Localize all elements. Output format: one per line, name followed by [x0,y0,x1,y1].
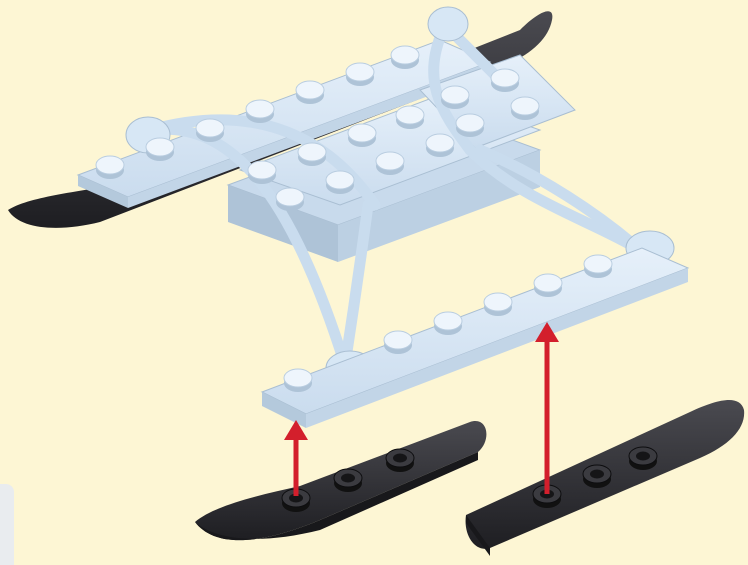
stud [396,106,424,129]
stud [146,138,174,161]
stud [384,331,412,354]
stud [426,134,454,157]
stud [583,465,611,488]
front-plate [262,248,688,428]
stud [298,143,326,166]
stud [196,119,224,142]
stud [96,156,124,179]
stud [491,69,519,92]
stud [326,171,354,194]
stud [348,124,376,147]
stud [334,469,362,492]
stud [441,86,469,109]
stud [629,447,657,470]
stud [386,449,414,472]
stud [376,152,404,175]
stud [276,188,304,211]
stud [248,161,276,184]
stud [284,369,312,392]
stud [456,114,484,137]
stud [511,97,539,120]
stud [484,293,512,316]
stud [346,63,374,86]
stud [246,100,274,123]
stud [296,81,324,104]
stud [391,46,419,69]
stud [584,255,612,278]
stud [534,274,562,297]
stud [434,312,462,335]
attach-arrow-right [535,322,559,494]
